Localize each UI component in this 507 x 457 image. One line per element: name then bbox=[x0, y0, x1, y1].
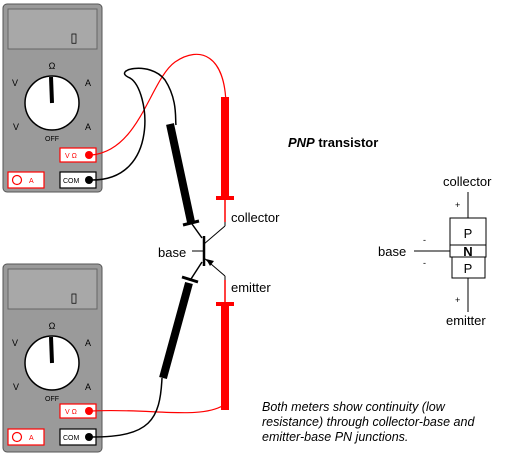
multimeter-bottom: ▯ Ω V A V A OFF V Ω A COM bbox=[2, 263, 103, 453]
v-dc-mark-bottom: V bbox=[13, 382, 19, 392]
a-label-bottom: A bbox=[29, 435, 34, 442]
base-probe-label: base bbox=[158, 245, 186, 260]
multimeter-top: ▯ Ω V A V A OFF V Ω A COM bbox=[2, 3, 103, 193]
meter-display-top bbox=[7, 8, 98, 50]
p-region-top bbox=[449, 217, 487, 246]
collector-probe-label: collector bbox=[231, 210, 280, 225]
minus-bottom: - bbox=[423, 258, 426, 268]
caption-text: Both meters show continuity (low resista… bbox=[262, 400, 475, 444]
plus-collector: + bbox=[455, 200, 460, 210]
title-suffix: transistor bbox=[314, 135, 379, 150]
black-wire-bottom bbox=[91, 377, 163, 438]
a-label-top: A bbox=[29, 178, 34, 185]
emitter-probe-label: emitter bbox=[231, 280, 271, 295]
minus-top: - bbox=[423, 235, 426, 245]
black-wire-top bbox=[91, 67, 177, 181]
a-jack-bottom[interactable] bbox=[7, 428, 45, 446]
symbol-emitter-label: emitter bbox=[446, 313, 486, 328]
pn-junction-diagram: collector + P N P base - - + emitter bbox=[378, 174, 492, 328]
a-right-mark-bottom: A bbox=[85, 338, 91, 348]
title-prefix: PNP bbox=[288, 135, 315, 150]
a-dc-mark-bottom: A bbox=[85, 382, 91, 392]
p-top-label: P bbox=[464, 226, 473, 241]
vohm-label-top: V Ω bbox=[65, 153, 77, 160]
v-dc-mark-top: V bbox=[13, 122, 19, 132]
a-right-mark-top: A bbox=[85, 78, 91, 88]
n-label: N bbox=[463, 244, 472, 259]
a-jack-top[interactable] bbox=[7, 171, 45, 189]
display-digit-bottom: ▯ bbox=[70, 290, 77, 305]
p-bottom-label: P bbox=[464, 261, 473, 276]
a-dc-mark-top: A bbox=[85, 122, 91, 132]
meter-display-bottom bbox=[7, 268, 98, 310]
black-probe-base-top[interactable] bbox=[166, 123, 203, 239]
display-digit-top: ▯ bbox=[70, 30, 77, 45]
off-mark-top: OFF bbox=[45, 136, 59, 143]
red-wire-bottom bbox=[91, 404, 225, 414]
pnp-transistor-symbol bbox=[192, 222, 226, 280]
ohm-mark-bottom: Ω bbox=[49, 321, 56, 331]
diagram-title: PNP transistor bbox=[288, 135, 378, 150]
ohm-mark-top: Ω bbox=[49, 61, 56, 71]
plus-emitter: + bbox=[455, 295, 460, 305]
v-left-mark-top: V bbox=[12, 78, 18, 88]
red-probe-collector[interactable] bbox=[216, 97, 234, 222]
com-label-bottom: COM bbox=[63, 435, 80, 442]
com-label-top: COM bbox=[63, 178, 80, 185]
symbol-base-label: base bbox=[378, 244, 406, 259]
v-left-mark-bottom: V bbox=[12, 338, 18, 348]
off-mark-bottom: OFF bbox=[45, 396, 59, 403]
red-probe-emitter[interactable] bbox=[216, 280, 234, 410]
black-probe-base-bottom[interactable] bbox=[159, 261, 203, 380]
vohm-label-bottom: V Ω bbox=[65, 409, 77, 416]
red-wire-top bbox=[91, 53, 227, 156]
symbol-collector-label: collector bbox=[443, 174, 492, 189]
